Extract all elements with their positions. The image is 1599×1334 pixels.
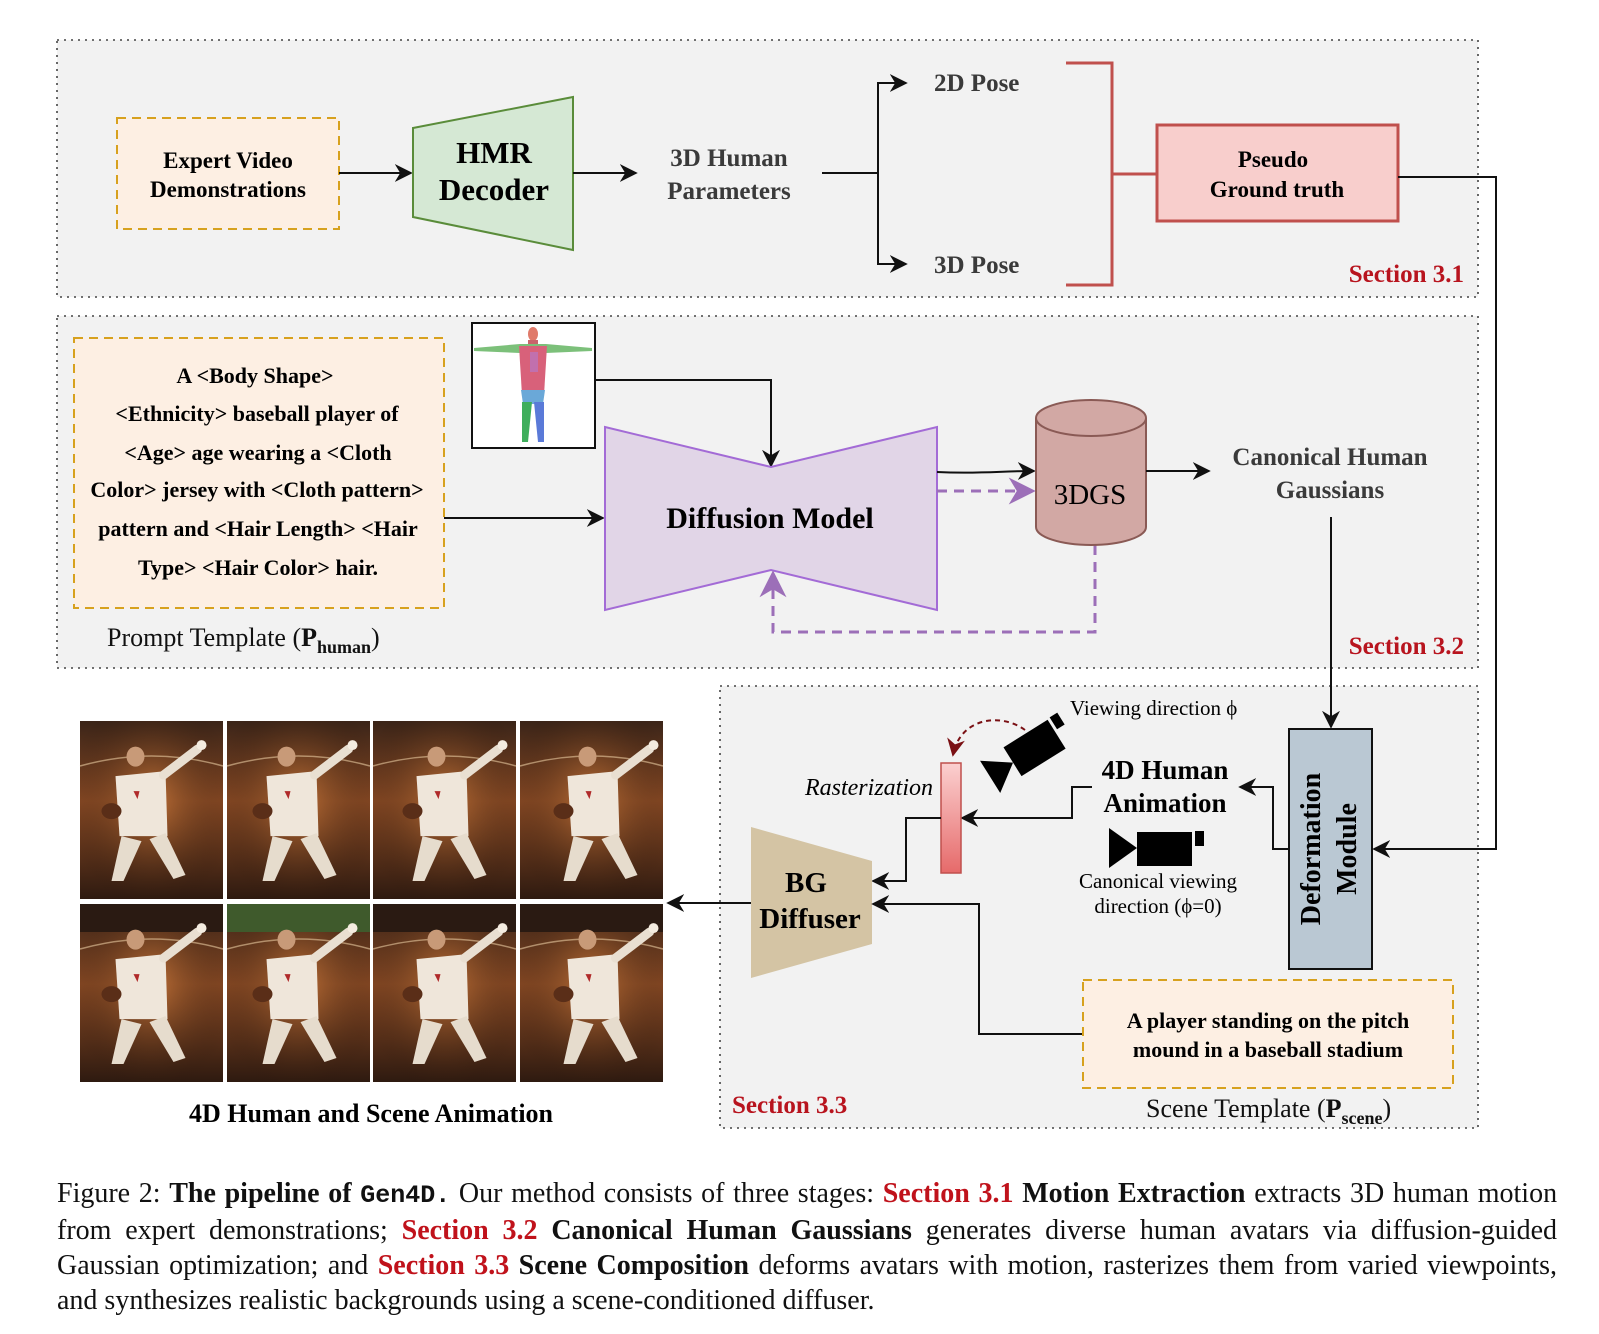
arrow-deformation-to-animation — [1238, 778, 1289, 850]
animation-4d-line2: Animation — [1103, 788, 1226, 818]
arrow-rasterization-to-bg-diffuser — [871, 817, 941, 890]
caption-section-1-name: Motion Extraction — [1022, 1178, 1246, 1209]
arrow-body-to-diffusion — [595, 379, 780, 468]
canonical-gaussians-line2: Gaussians — [1276, 477, 1385, 504]
rasterization-label: Rasterization — [804, 775, 933, 801]
hmr-decoder-line2: Decoder — [439, 172, 549, 207]
scene-prompt-line1: A player standing on the pitch — [1127, 1008, 1410, 1033]
arrow-scene-prompt-to-bg-diffuser — [871, 895, 1083, 1035]
scene-prompt-box — [1082, 979, 1454, 1089]
caption-text-4: deforms avatars with motion, rasterizes … — [57, 1250, 1558, 1316]
output-frames-grid — [79, 721, 664, 1082]
scene-template-caption: Scene Template (Pscene) — [1146, 1094, 1391, 1128]
hmr-decoder-shape — [412, 95, 574, 252]
caption-section-3-name: Scene Composition — [518, 1250, 749, 1281]
viewing-camera-icon — [980, 712, 1066, 794]
prompt-template-caption: Prompt Template (Phuman) — [107, 623, 380, 657]
dashed-3dgs-feedback — [759, 545, 1097, 634]
section-3-3-label: Section 3.3 — [732, 1092, 847, 1119]
canonical-gaussians-line1: Canonical Human — [1232, 444, 1427, 471]
smpl-body-thumbnail — [471, 322, 596, 449]
caption-figure-number: Figure 2: — [57, 1178, 161, 1209]
pseudo-gt-line1: Pseudo — [1238, 147, 1308, 172]
caption-section-1: Section 3.1 — [882, 1178, 1014, 1209]
output-frame — [79, 904, 224, 1082]
human-params-line1: 3D Human — [670, 145, 787, 172]
prompt-template-box — [73, 337, 445, 609]
prompt-line-6: Type> <Hair Color> hair. — [138, 555, 378, 580]
pose-2d-label: 2D Pose — [934, 70, 1019, 97]
caption-section-2: Section 3.2 — [401, 1215, 538, 1246]
output-frame — [79, 721, 224, 899]
output-frame — [226, 904, 371, 1082]
animation-4d-line1: 4D Human — [1102, 755, 1229, 785]
arrow-params-split-lower — [877, 173, 908, 273]
3dgs-label: 3DGS — [1054, 479, 1127, 511]
rasterization-plane — [940, 762, 962, 874]
prompt-line-4: Color> jersey with <Cloth pattern> — [90, 477, 423, 502]
section-3-2-label: Section 3.2 — [1349, 633, 1464, 660]
diffusion-model-shape — [604, 425, 938, 612]
expert-video-box — [116, 117, 340, 230]
output-label: 4D Human and Scene Animation — [189, 1099, 554, 1128]
deformation-module-line1: Deformation — [1296, 772, 1327, 925]
arrow-camera-to-rasterization — [947, 719, 1026, 757]
output-frame — [226, 721, 371, 899]
arrow-params-split — [822, 74, 908, 174]
scene-prompt-line2: mound in a baseball stadium — [1133, 1037, 1403, 1062]
caption-section-3: Section 3.3 — [377, 1250, 510, 1281]
bg-diffuser-shape — [751, 827, 872, 978]
caption-text-1: Our method consists of three stages: — [458, 1178, 875, 1209]
canonical-viewing-line2: direction (ϕ=0) — [1094, 894, 1221, 918]
canonical-camera-icon — [1109, 828, 1204, 868]
deformation-module-line2: Module — [1332, 803, 1363, 895]
figure-caption: Figure 2: The pipeline of Gen4D. Our met… — [57, 1176, 1557, 1318]
arrow-animation-to-rasterization — [960, 786, 1092, 827]
viewing-direction-label: Viewing direction ϕ — [1070, 696, 1237, 720]
3dgs-cylinder — [1035, 399, 1147, 546]
caption-code: Gen4D. — [360, 1181, 451, 1210]
arrow-pseudo-to-deformation — [1372, 176, 1497, 858]
caption-section-2-name: Canonical Human Gaussians — [551, 1215, 912, 1246]
prompt-line-2: <Ethnicity> baseball player of — [115, 401, 399, 426]
output-frame — [372, 721, 517, 899]
pseudo-gt-box — [1155, 123, 1400, 223]
expert-video-line1: Expert Video — [163, 148, 293, 173]
diffusion-model-label: Diffusion Model — [666, 502, 874, 535]
output-frame — [519, 721, 664, 899]
deformation-module-box — [1288, 728, 1373, 970]
canonical-viewing-line1: Canonical viewing — [1079, 869, 1238, 893]
output-frame — [519, 904, 664, 1082]
pose-3d-label: 3D Pose — [934, 252, 1019, 279]
caption-text-3: generates diverse human avatars via diff… — [57, 1215, 1558, 1281]
hmr-decoder-line1: HMR — [456, 135, 532, 170]
output-frame — [372, 904, 517, 1082]
prompt-line-3: <Age> age wearing a <Cloth — [124, 440, 391, 465]
prompt-line-5: pattern and <Hair Length> <Hair — [98, 516, 418, 541]
section-3-1-label: Section 3.1 — [1349, 261, 1464, 288]
bg-diffuser-line2: Diffuser — [759, 903, 861, 935]
expert-video-line2: Demonstrations — [150, 177, 306, 202]
pseudo-gt-line2: Ground truth — [1210, 177, 1345, 202]
caption-text-2: extracts 3D human motion from expert dem… — [57, 1178, 1558, 1246]
human-params-line2: Parameters — [667, 178, 791, 205]
bg-diffuser-line1: BG — [785, 867, 827, 899]
caption-title: The pipeline of — [169, 1178, 352, 1209]
prompt-line-1: A <Body Shape> — [176, 363, 333, 388]
arrow-diffusion-to-3dgs — [936, 462, 1036, 481]
